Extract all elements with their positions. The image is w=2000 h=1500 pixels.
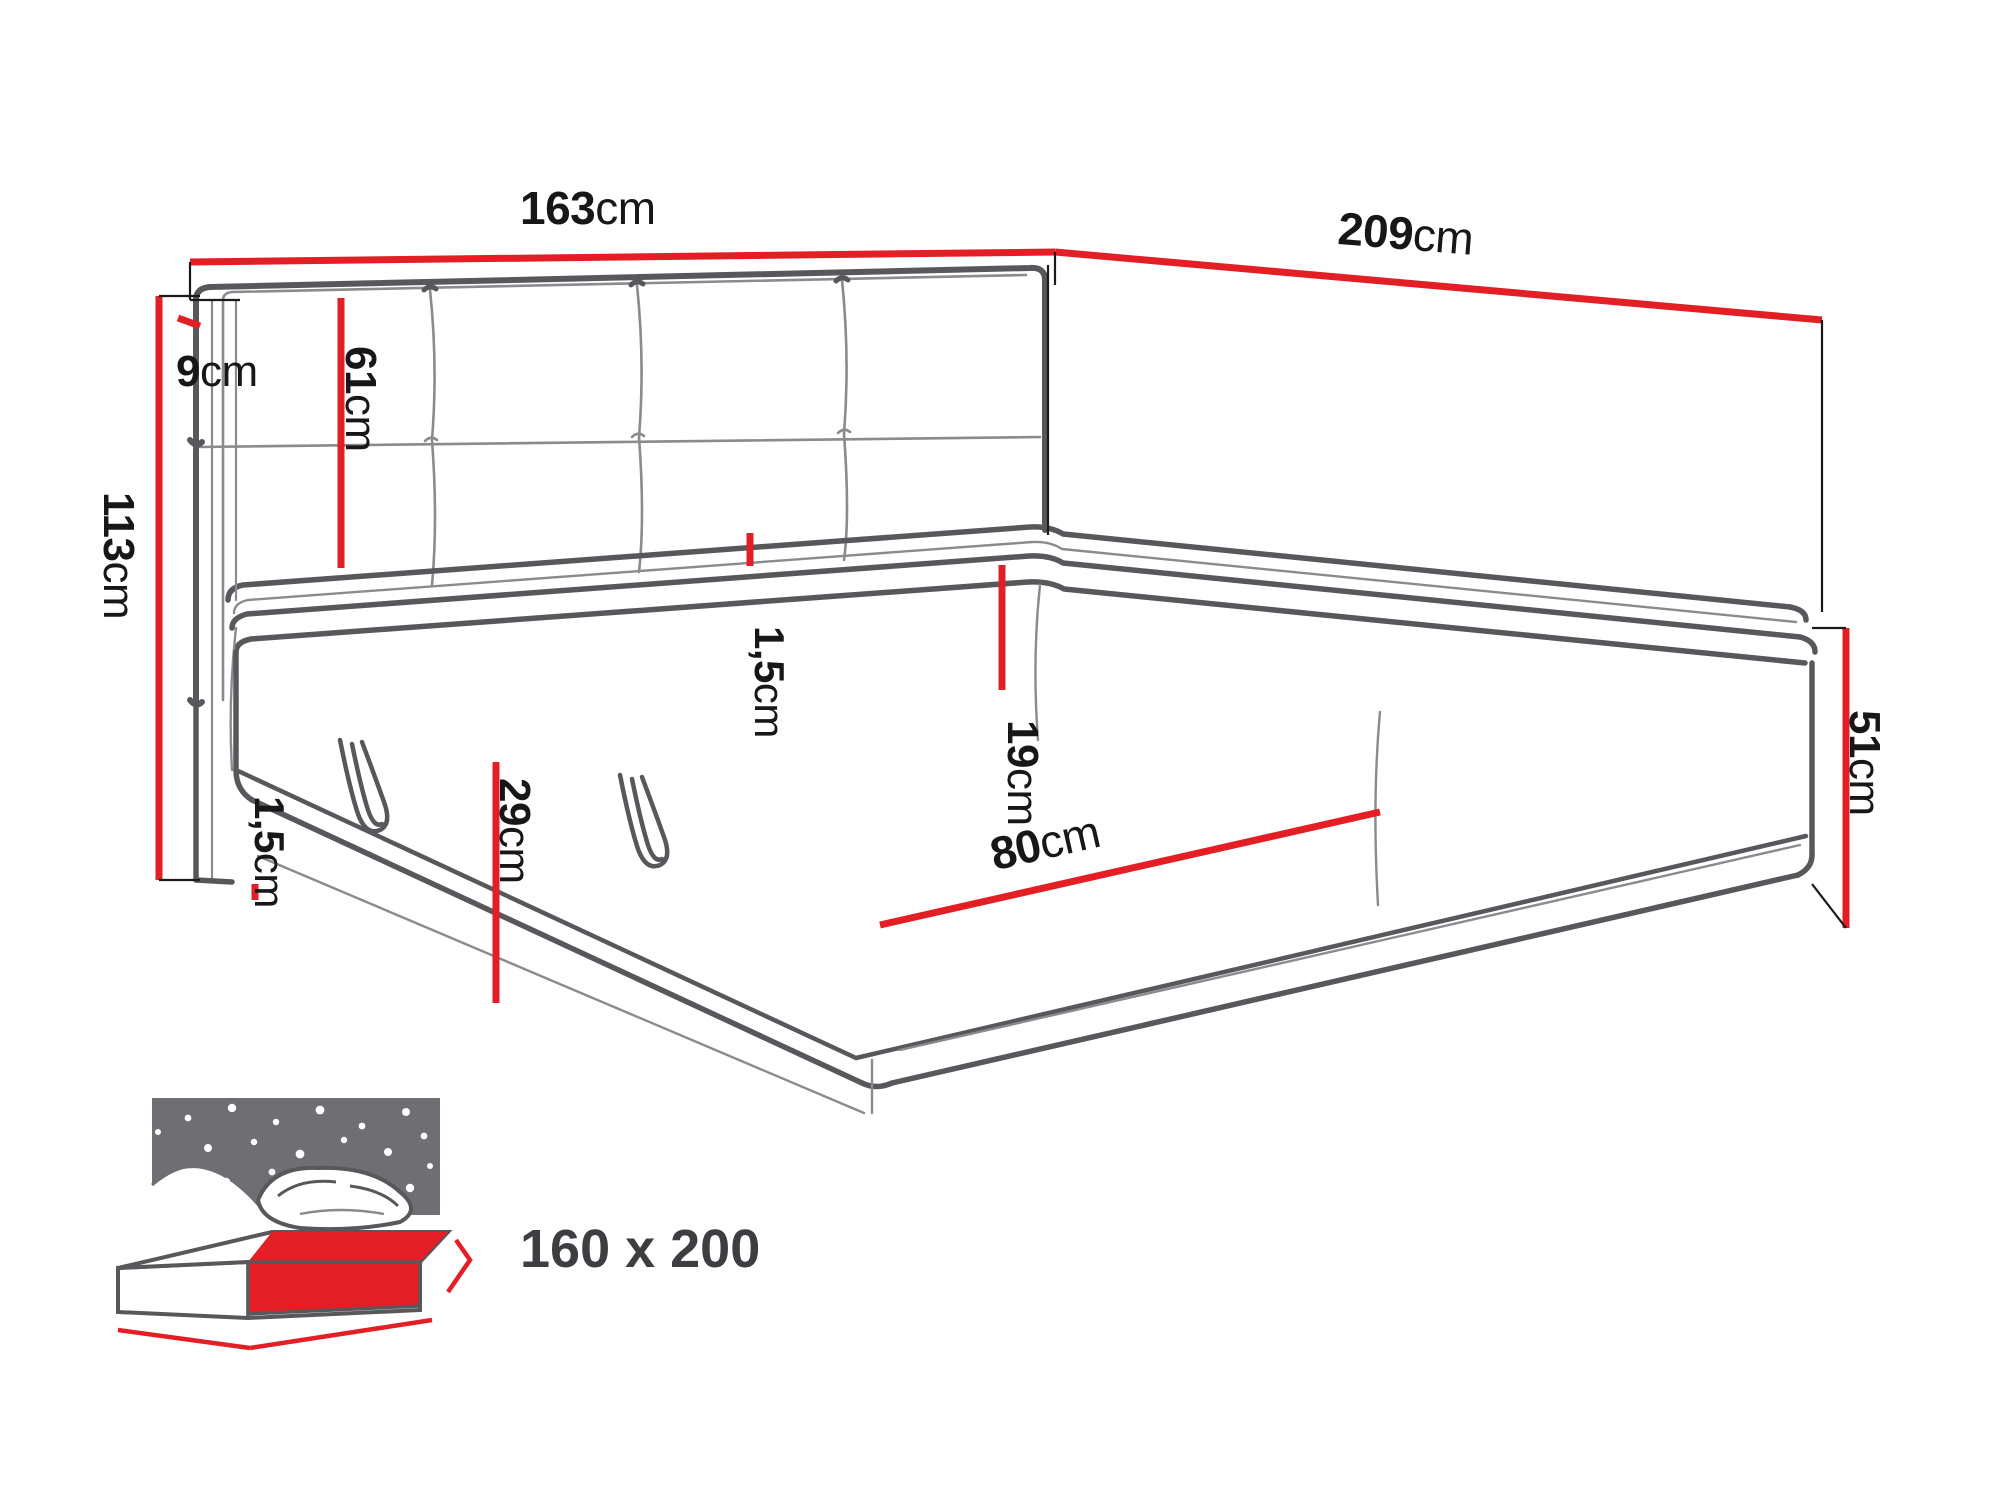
unit-topper-15: cm — [746, 682, 793, 738]
unit-51: cm — [1840, 757, 1889, 816]
dimension-label-19: 19cm — [998, 720, 1047, 826]
dimension-label-base-15: 1,5cm — [246, 796, 293, 908]
dimension-lines — [155, 248, 1850, 1003]
unit-61: cm — [336, 393, 385, 452]
mattress-body — [229, 553, 1818, 666]
witness-lines — [159, 252, 1847, 929]
dimline-209 — [1054, 248, 1823, 324]
mattress-topper-seam — [232, 540, 1798, 624]
dimension-label-61: 61cm — [336, 346, 385, 452]
unit-113: cm — [94, 561, 143, 620]
drawer-handle-right — [617, 772, 670, 869]
dimension-label-51: 51cm — [1840, 710, 1889, 816]
dimline-163 — [189, 248, 1056, 266]
dimension-label-163: 163cm — [520, 182, 656, 234]
unit-9: cm — [199, 347, 258, 396]
mattress-size-label: 160 x 200 — [520, 1219, 761, 1279]
headboard — [193, 264, 1048, 706]
dimension-label-29: 29cm — [490, 778, 539, 884]
dimension-label-topper-15: 1,5cm — [746, 626, 793, 738]
dimension-label-9: 9cm — [176, 347, 258, 396]
mattress-front-corner — [1034, 583, 1042, 742]
base-top-edge — [233, 767, 1809, 1061]
base-panel-seams — [256, 710, 1802, 1115]
unit-base-15: cm — [246, 852, 293, 908]
dimension-label-209: 209cm — [1336, 202, 1476, 265]
dimline-80 — [879, 808, 1381, 929]
unit-163: cm — [595, 182, 656, 234]
headboard-foot — [193, 700, 235, 885]
headboard-left-edge-lower — [210, 298, 238, 882]
mattress-legend-icon — [116, 1098, 473, 1351]
headboard-tuft-notches-mid — [423, 428, 852, 443]
dimline-9 — [176, 314, 202, 330]
mattress-topper — [225, 524, 1809, 623]
headboard-tuft-notches — [421, 275, 851, 293]
pillow-icon — [255, 1165, 413, 1232]
bed-base-box — [233, 649, 1815, 1090]
mattress-left-fold — [229, 626, 238, 772]
dimension-label-113: 113cm — [94, 492, 143, 620]
unit-29: cm — [490, 825, 539, 884]
bed-geometry — [187, 264, 1818, 1115]
drawer-handle-left — [337, 737, 390, 834]
unit-209: cm — [1411, 208, 1476, 265]
